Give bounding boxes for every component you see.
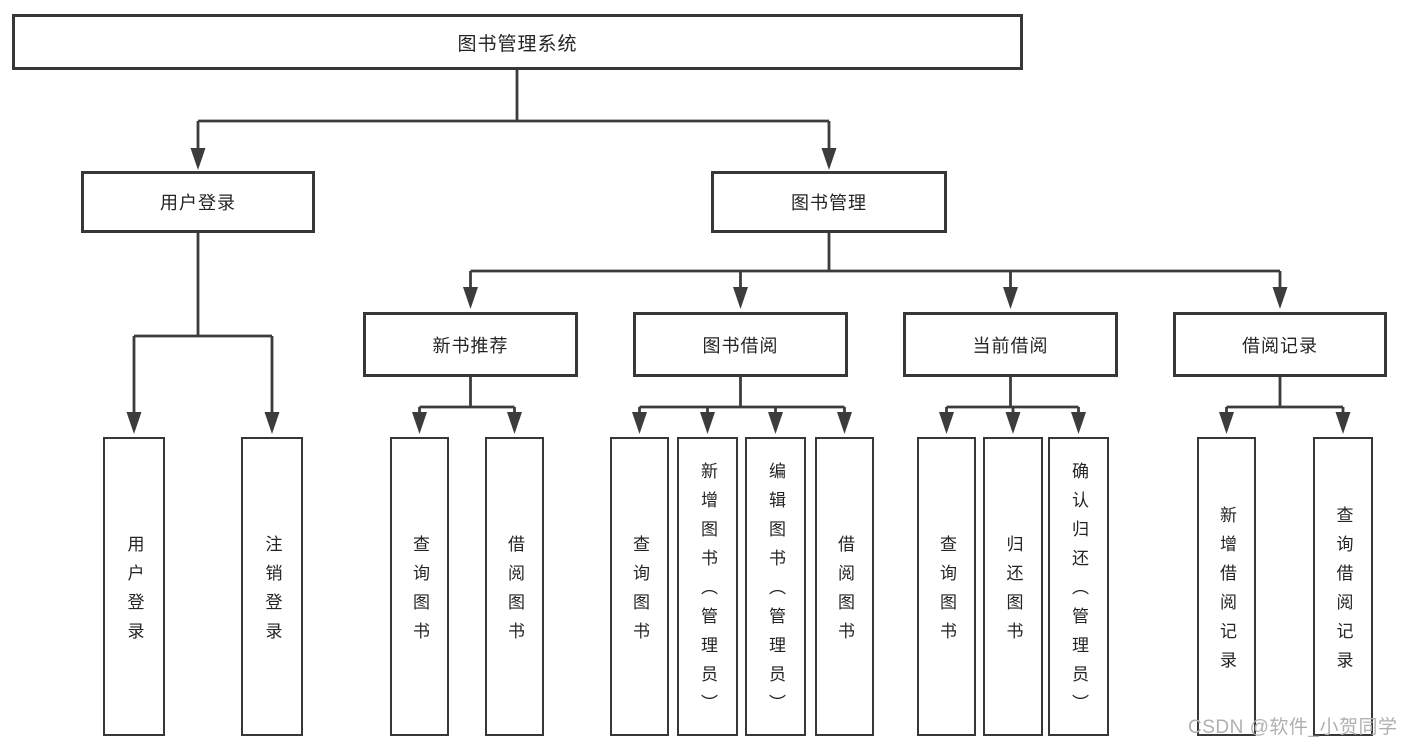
leaf-user-login: 用户登录 (103, 437, 165, 736)
leaf-label: 归还图书 (1003, 534, 1023, 651)
leaf-label: 注销登录 (262, 534, 282, 651)
leaf-label: 借阅图书 (835, 534, 854, 651)
node-borrowing-records: 借阅记录 (1173, 312, 1387, 377)
node-user-login: 用户登录 (81, 171, 315, 233)
node-current-borrowing: 当前借阅 (903, 312, 1118, 377)
leaf-label: 查询借阅记录 (1333, 505, 1353, 680)
leaf-add-borrow-record: 新增借阅记录 (1197, 437, 1256, 736)
leaf-label: 查询图书 (410, 534, 429, 651)
leaf-query-books-borrowing: 查询图书 (610, 437, 669, 736)
leaf-label: 确认归还（管理员） (1069, 462, 1088, 723)
connector-new-book-recommend (412, 377, 522, 434)
node-book-management: 图书管理 (711, 171, 947, 233)
connector-book-borrowing (632, 377, 852, 434)
connector-borrowing-records (1219, 377, 1351, 434)
connector-user-login (126, 233, 280, 434)
node-book-borrowing: 图书借阅 (633, 312, 848, 377)
leaf-label: 新增图书（管理员） (698, 462, 717, 723)
leaf-edit-books-admin: 编辑图书（管理员） (745, 437, 806, 736)
leaf-label: 新增借阅记录 (1217, 505, 1236, 680)
node-library-management-system: 图书管理系统 (12, 14, 1023, 70)
node-new-book-recommend: 新书推荐 (363, 312, 578, 377)
leaf-query-borrow-record: 查询借阅记录 (1313, 437, 1373, 736)
leaf-query-books-current: 查询图书 (917, 437, 976, 736)
leaf-add-books-admin: 新增图书（管理员） (677, 437, 738, 736)
watermark: CSDN @软件_小贺同学 (1188, 717, 1398, 738)
leaf-label: 查询图书 (937, 534, 956, 651)
leaf-label: 借阅图书 (505, 534, 524, 651)
connector-book-management (463, 233, 1288, 309)
leaf-label: 编辑图书（管理员） (766, 462, 785, 723)
leaf-borrow-books-borrowing: 借阅图书 (815, 437, 874, 736)
leaf-logout: 注销登录 (241, 437, 303, 736)
leaf-label: 用户登录 (124, 534, 144, 651)
leaf-borrow-books-recommend: 借阅图书 (485, 437, 544, 736)
connector-current-borrowing (939, 377, 1086, 434)
leaf-label: 查询图书 (630, 534, 649, 651)
connector-root (190, 70, 837, 170)
leaf-query-books-recommend: 查询图书 (390, 437, 449, 736)
leaf-confirm-return-admin: 确认归还（管理员） (1048, 437, 1109, 736)
leaf-return-books: 归还图书 (983, 437, 1043, 736)
